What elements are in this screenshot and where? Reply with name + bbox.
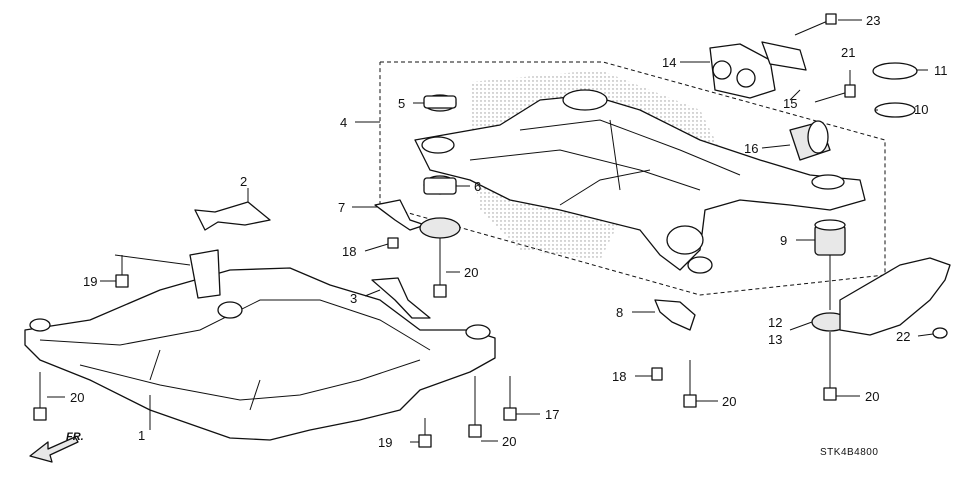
callout-18-right: 18 <box>612 369 626 384</box>
callout-20-mid-right: 20 <box>722 394 736 409</box>
callout-23: 23 <box>866 13 880 28</box>
callout-8: 8 <box>616 305 623 320</box>
callout-numbers: 1 2 3 4 5 6 7 8 9 10 11 12 13 14 15 16 1… <box>70 13 948 450</box>
callout-21: 21 <box>841 45 855 60</box>
callout-22: 22 <box>896 329 910 344</box>
leader-lines <box>47 19 934 443</box>
plate-15 <box>761 41 807 71</box>
rear-subframe <box>414 94 866 271</box>
callout-18-left: 18 <box>342 244 356 259</box>
callout-17: 17 <box>545 407 559 422</box>
callout-20-front-center: 20 <box>502 434 516 449</box>
callout-20-right: 20 <box>865 389 879 404</box>
bolt-21 <box>844 84 856 98</box>
callout-19-lower: 19 <box>378 435 392 450</box>
callout-1: 1 <box>138 428 145 443</box>
bolt-19-upper <box>115 274 129 288</box>
front-subframe-group <box>24 201 517 448</box>
washer-10 <box>874 102 916 118</box>
bolt-23 <box>825 13 837 25</box>
bolt-18-left <box>387 237 399 249</box>
callout-11: 11 <box>934 63 948 78</box>
callout-6: 6 <box>474 179 481 194</box>
front-direction-arrow: FR. <box>29 431 84 463</box>
callout-19-upper: 19 <box>83 274 97 289</box>
bolt-17 <box>503 407 517 421</box>
diagram-code: STK4B4800 <box>820 447 878 458</box>
bolt-18-right <box>651 367 663 381</box>
front-label: FR. <box>66 431 84 443</box>
bolt-20-mid-right <box>683 394 697 408</box>
bracket-3 <box>371 277 431 319</box>
callout-16: 16 <box>744 141 758 156</box>
callout-3: 3 <box>350 291 357 306</box>
callout-7: 7 <box>338 200 345 215</box>
bolt-19-lower <box>418 434 432 448</box>
callout-9: 9 <box>780 233 787 248</box>
upper-right-parts <box>709 13 918 161</box>
stiffener-22 <box>839 257 951 336</box>
callout-4: 4 <box>340 115 347 130</box>
callout-15: 15 <box>783 96 797 111</box>
bracket-7 <box>374 199 426 231</box>
bolt-20-mid <box>433 284 447 298</box>
front-subframe <box>24 267 496 441</box>
bolt-20-lower-right <box>823 387 837 401</box>
callout-10: 10 <box>914 102 928 117</box>
bolt-20-left <box>33 407 47 421</box>
callout-20-left: 20 <box>70 390 84 405</box>
bracket-2 <box>194 201 271 231</box>
middle-parts <box>371 199 697 408</box>
lower-right-parts <box>811 219 951 401</box>
callout-20-mid: 20 <box>464 265 478 280</box>
washer-11 <box>872 62 918 80</box>
callout-5: 5 <box>398 96 405 111</box>
callout-13: 13 <box>768 332 782 347</box>
callout-14: 14 <box>662 55 676 70</box>
callout-12: 12 <box>768 315 782 330</box>
callout-2: 2 <box>240 174 247 189</box>
bracket-8 <box>654 299 696 331</box>
rear-subframe-group <box>379 61 886 296</box>
bolt-20-front-center <box>468 424 482 438</box>
